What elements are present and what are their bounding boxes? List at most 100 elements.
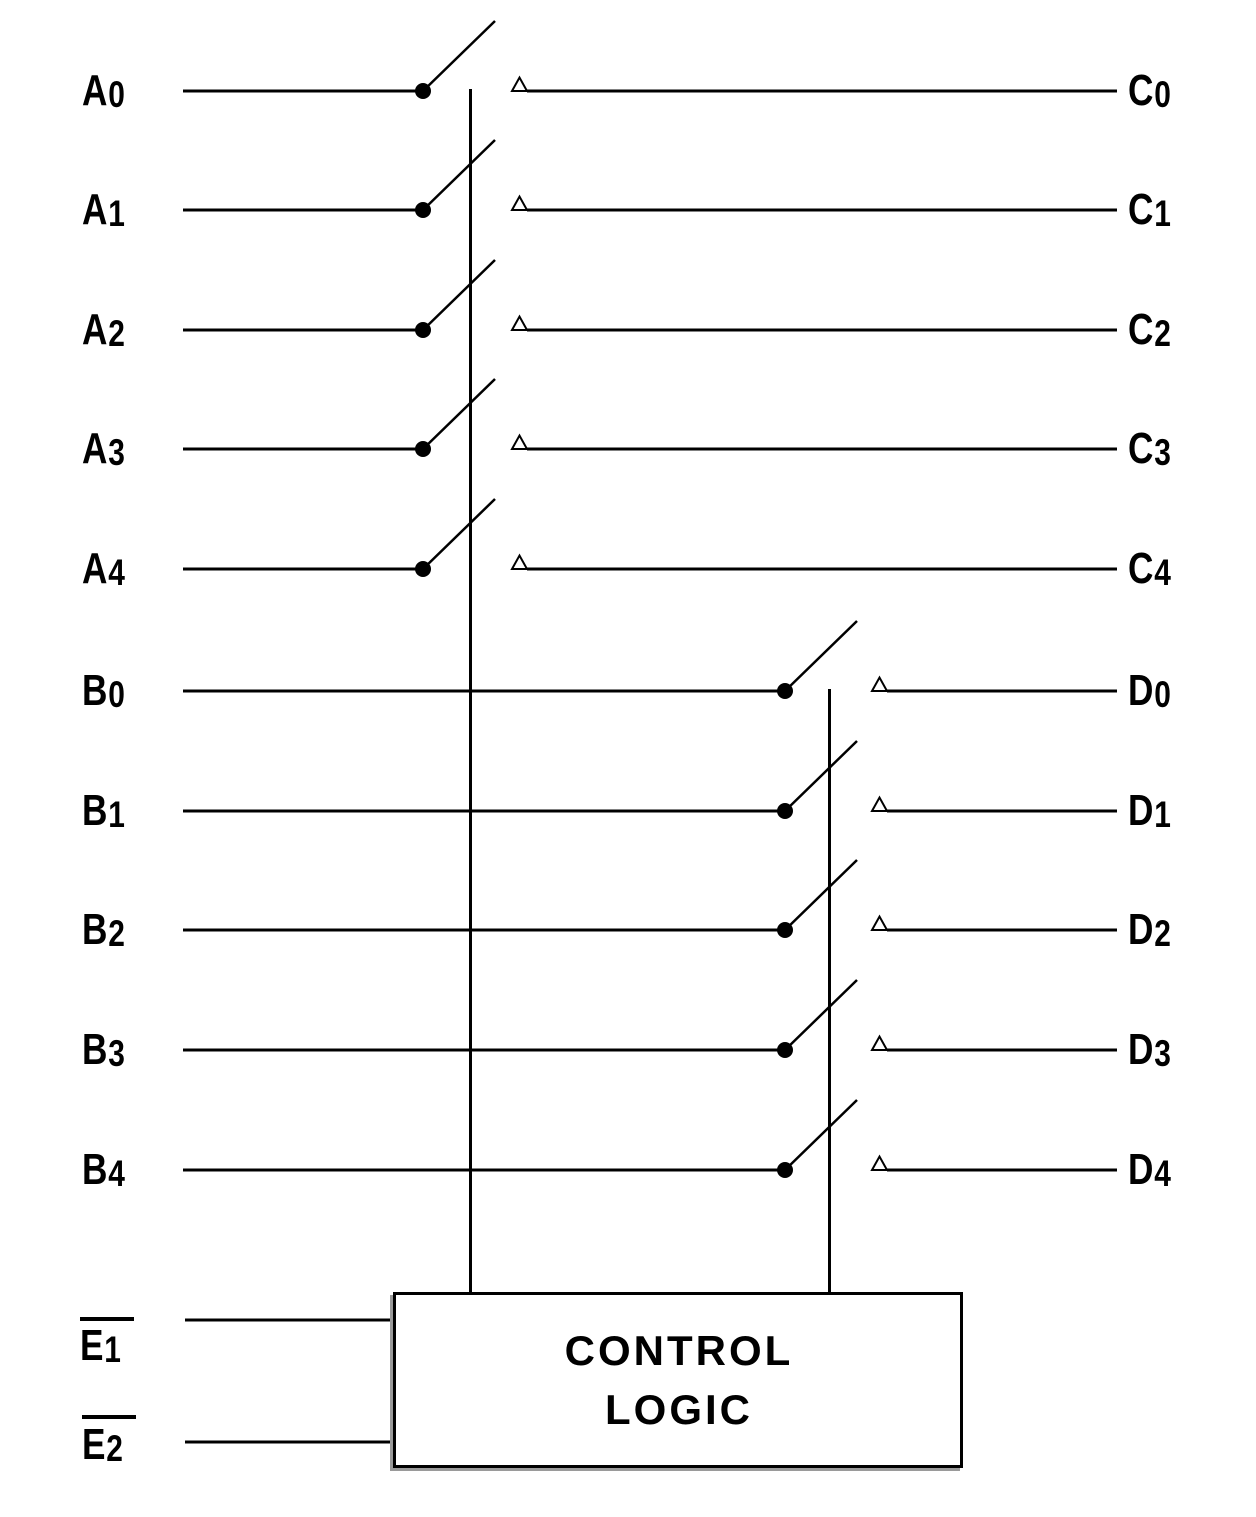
label-c4-base: C [1128, 544, 1154, 593]
control-logic-line2: LOGIC [605, 1386, 753, 1433]
label-c3-sub: 3 [1154, 431, 1171, 473]
label-e2-base: E [82, 1420, 106, 1469]
a2-output-triangle [510, 314, 529, 331]
b0-output-triangle [870, 675, 889, 692]
label-d2-base: D [1128, 905, 1154, 954]
label-a2-base: A [82, 305, 108, 354]
switch-row-a1 [183, 139, 1117, 218]
label-d0-sub: 0 [1154, 673, 1171, 715]
b0-switch-arm [784, 620, 858, 692]
b1-switch-arm [784, 740, 858, 812]
a4-switch-arm [422, 498, 496, 570]
label-c4-sub: 4 [1154, 551, 1171, 593]
control-logic-line1: CONTROL [564, 1327, 794, 1374]
b4-output-triangle [870, 1154, 889, 1171]
a3-output-triangle [510, 433, 529, 450]
switch-row-b0 [183, 620, 1117, 699]
label-a3-base: A [82, 424, 108, 473]
label-c3-base: C [1128, 424, 1154, 473]
label-a4-sub: 4 [108, 551, 125, 593]
label-a4-base: A [82, 544, 108, 593]
label-b1-base: B [82, 786, 108, 835]
label-c1-sub: 1 [1154, 192, 1171, 234]
e2-overline [82, 1415, 136, 1419]
label-a0-base: A [82, 66, 108, 115]
label-d3-base: D [1128, 1025, 1154, 1074]
b2-output-triangle [870, 914, 889, 931]
b1-output-triangle [870, 795, 889, 812]
switch-row-b3 [183, 979, 1117, 1058]
label-d1-sub: 1 [1154, 793, 1171, 835]
b3-output-triangle [870, 1034, 889, 1051]
label-a1-sub: 1 [108, 192, 125, 234]
label-d3-sub: 3 [1154, 1032, 1171, 1074]
control-logic-box [393, 1292, 963, 1468]
label-b0-base: B [82, 666, 108, 715]
label-c0-sub: 0 [1154, 73, 1171, 115]
label-a2-sub: 2 [108, 312, 125, 354]
switch-row-a0 [183, 20, 1117, 99]
label-d4-base: D [1128, 1145, 1154, 1194]
label-a1-base: A [82, 185, 108, 234]
a3-switch-arm [422, 378, 496, 450]
label-a0-sub: 0 [108, 73, 125, 115]
label-e1-base: E [80, 1321, 104, 1370]
label-b3-base: B [82, 1025, 108, 1074]
label-b1-sub: 1 [108, 793, 125, 835]
label-b3-sub: 3 [108, 1032, 125, 1074]
label-b2-sub: 2 [108, 912, 125, 954]
switch-row-b1 [183, 740, 1117, 819]
label-d2-sub: 2 [1154, 912, 1171, 954]
label-e1-sub: 1 [104, 1328, 121, 1370]
label-d0-base: D [1128, 666, 1154, 715]
label-b4-base: B [82, 1145, 108, 1194]
b3-switch-arm [784, 979, 858, 1051]
label-c0-base: C [1128, 66, 1154, 115]
label-c1-base: C [1128, 185, 1154, 234]
b2-switch-arm [784, 859, 858, 931]
a2-switch-arm [422, 259, 496, 331]
label-c2-sub: 2 [1154, 312, 1171, 354]
switch-row-b2 [183, 859, 1117, 938]
label-b4-sub: 4 [108, 1152, 125, 1194]
switch-row-a4 [183, 498, 1117, 577]
label-e2-sub: 2 [106, 1427, 123, 1469]
a0-output-triangle [510, 75, 529, 92]
control-logic-label: CONTROL LOGIC [394, 1292, 964, 1468]
label-b0-sub: 0 [108, 673, 125, 715]
e1-overline [80, 1317, 134, 1321]
label-d1-base: D [1128, 786, 1154, 835]
label-c2-base: C [1128, 305, 1154, 354]
a0-switch-arm [422, 20, 496, 92]
a4-output-triangle [510, 553, 529, 570]
switch-row-b4 [183, 1099, 1117, 1178]
switch-row-a2 [183, 259, 1117, 338]
b4-switch-arm [784, 1099, 858, 1171]
label-a3-sub: 3 [108, 431, 125, 473]
label-b2-base: B [82, 905, 108, 954]
